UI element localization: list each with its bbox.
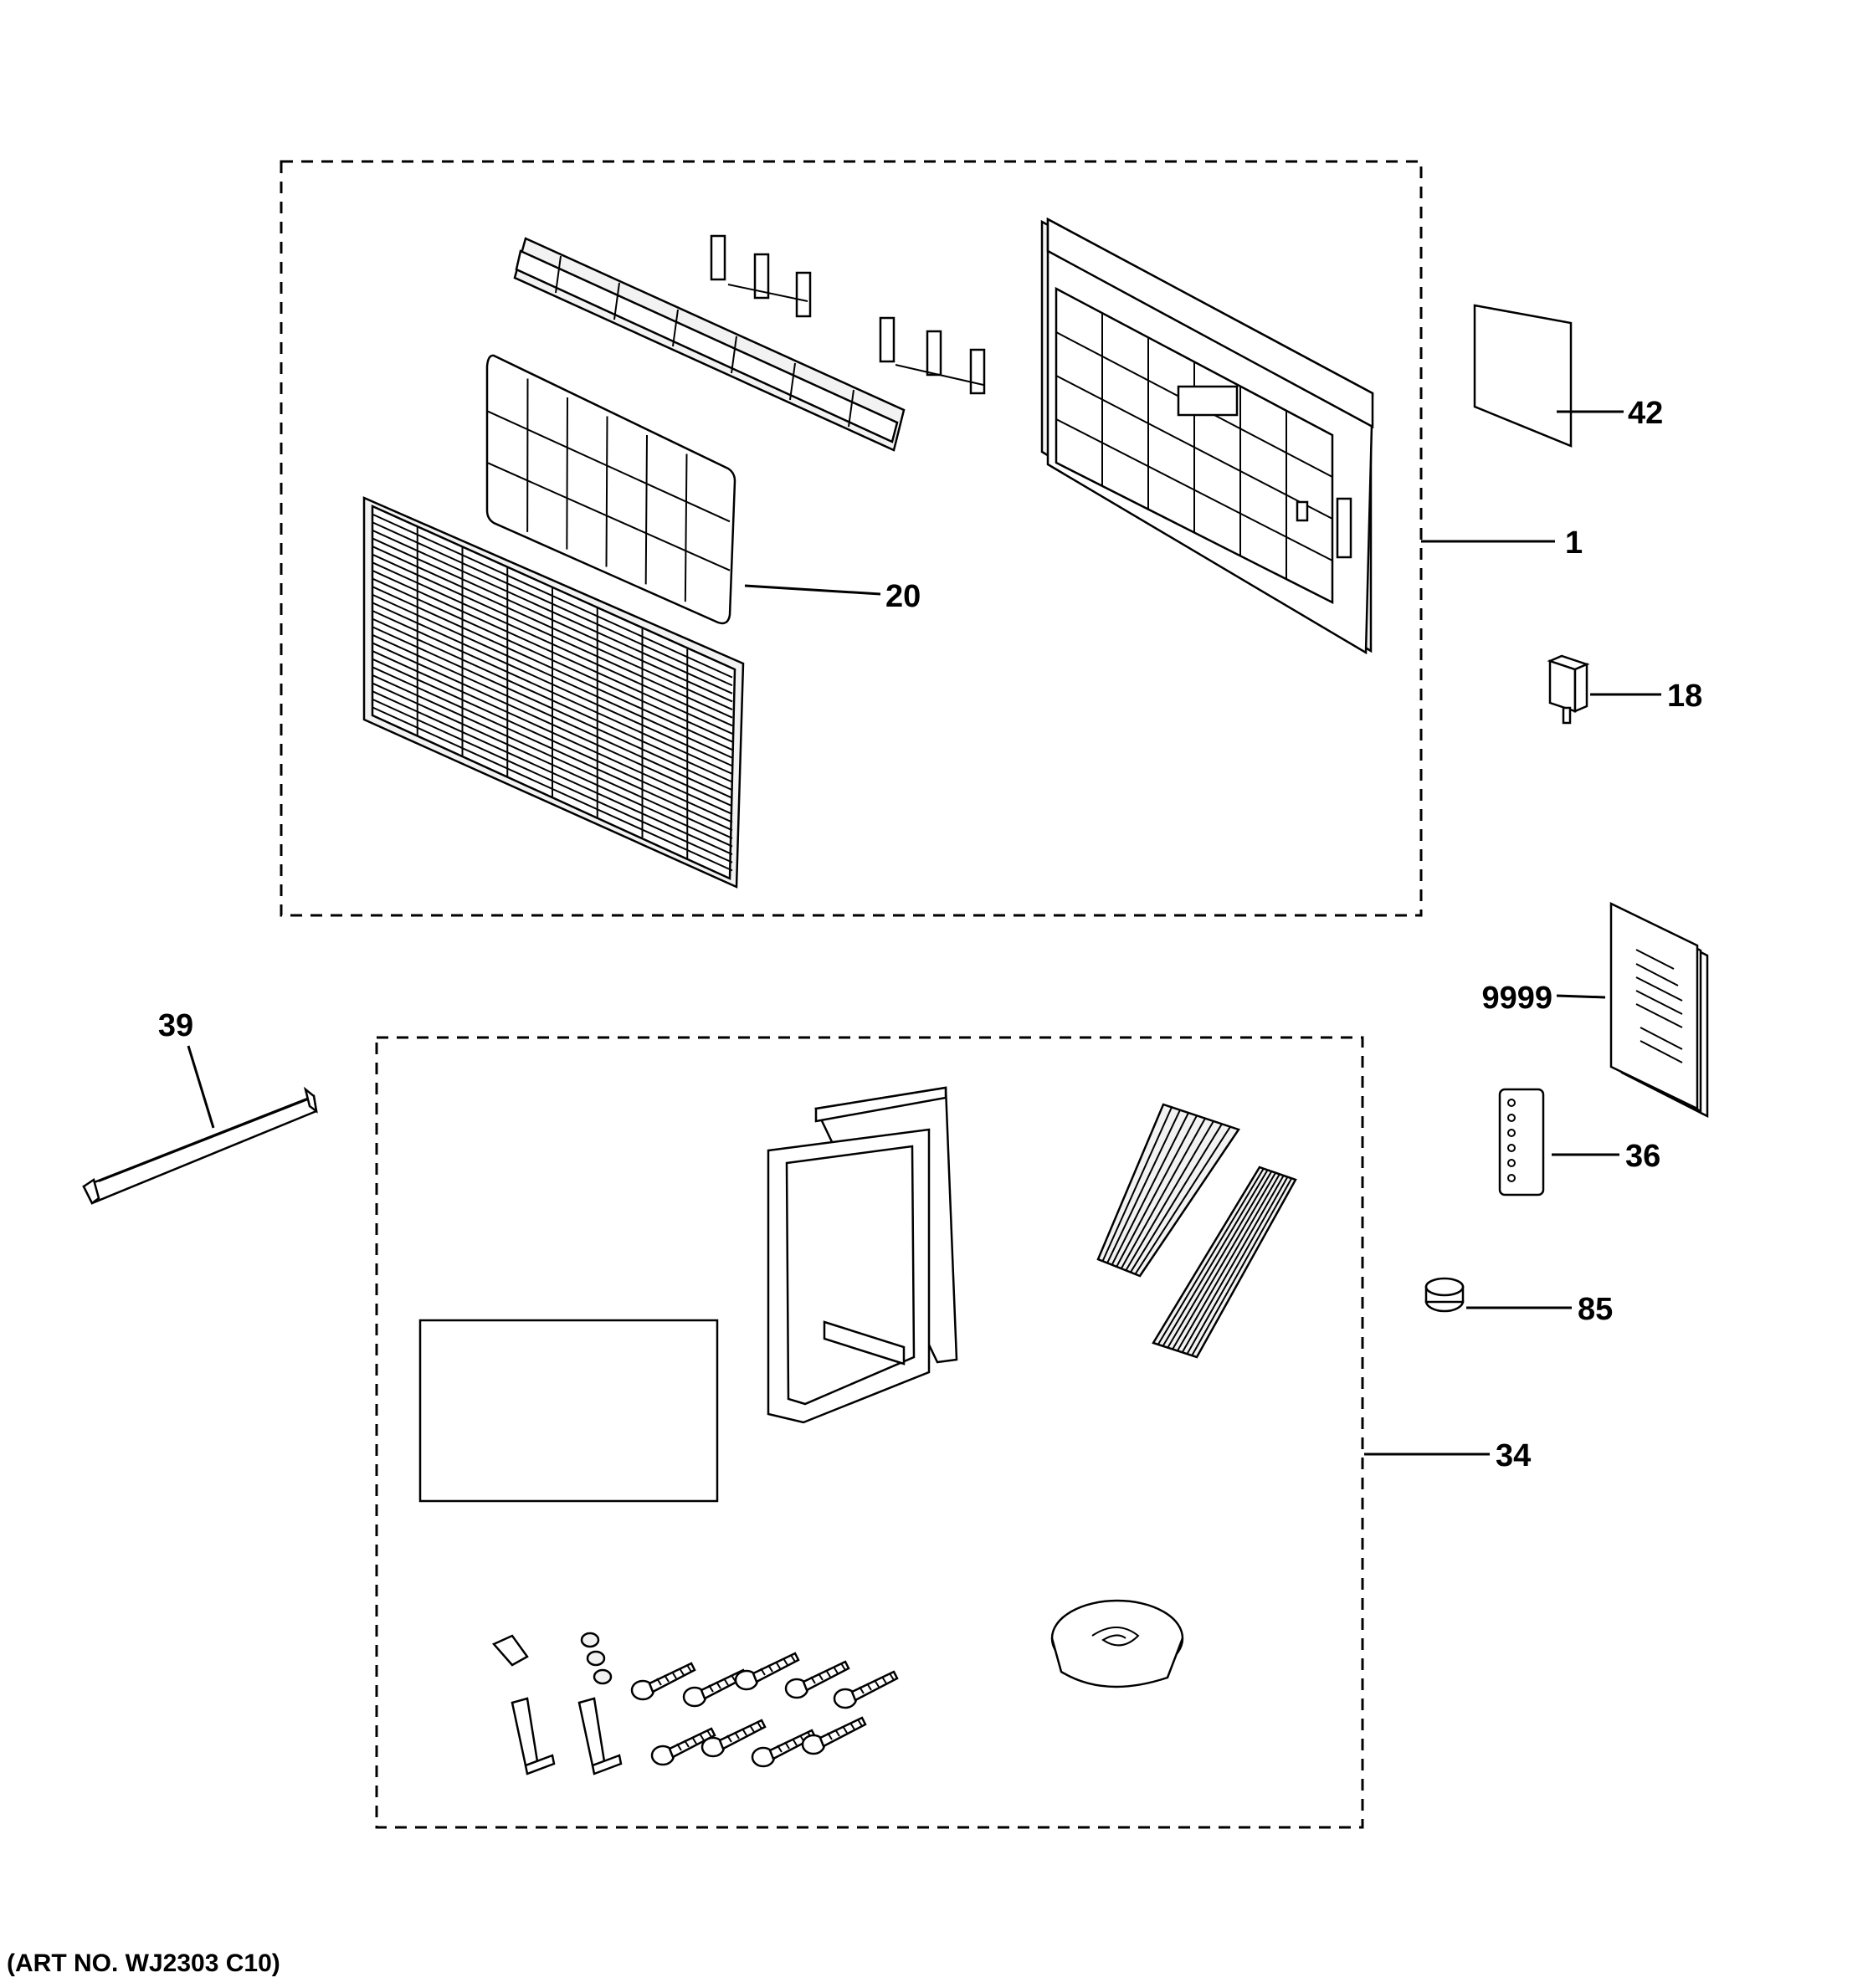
screw-hardware-set (580, 1632, 899, 1768)
side-curtain-frame-part (767, 1086, 958, 1424)
label-part-42 (1473, 304, 1573, 448)
small-screw (593, 1668, 613, 1685)
remote-control-part (1498, 1088, 1545, 1196)
callout-1: 1 (1565, 525, 1583, 561)
front-grille-part (362, 496, 745, 889)
foam-seal-roll (1050, 1599, 1184, 1688)
screw (734, 1652, 800, 1691)
screw (784, 1660, 850, 1699)
art-number: (ART NO. WJ2303 C10) (7, 1950, 280, 1977)
screw (650, 1727, 716, 1766)
callout-9999: 9999 (1481, 981, 1552, 1016)
group-box-installation-kit (375, 1036, 1364, 1829)
callout-18: 18 (1667, 679, 1702, 714)
callout-39: 39 (158, 1008, 193, 1043)
owner-manual-part (1609, 902, 1709, 1119)
kit-instruction-sheet (418, 1319, 719, 1503)
rail-part-39 (82, 1086, 318, 1205)
accordion-curtain-panels (1096, 1103, 1297, 1359)
screw (630, 1662, 696, 1701)
screw (833, 1670, 899, 1709)
leader-lines (187, 410, 1661, 1456)
knob-part-85 (1424, 1277, 1465, 1313)
screw (801, 1716, 867, 1755)
air-filter-part (485, 354, 736, 625)
callout-20: 20 (885, 579, 921, 614)
front-panel-frame-part (1040, 217, 1374, 655)
small-screw (586, 1650, 606, 1667)
group-box-front-panel (280, 160, 1423, 917)
mounting-brackets (491, 1634, 623, 1775)
callout-36: 36 (1625, 1139, 1660, 1174)
callout-34: 34 (1496, 1438, 1531, 1473)
louver-link-pins (710, 234, 986, 395)
callout-42: 42 (1628, 396, 1663, 431)
air-louver-part (513, 237, 906, 452)
part-18-block (1547, 654, 1590, 725)
callout-85: 85 (1578, 1292, 1613, 1327)
screw (700, 1719, 767, 1758)
small-screw (580, 1632, 600, 1648)
